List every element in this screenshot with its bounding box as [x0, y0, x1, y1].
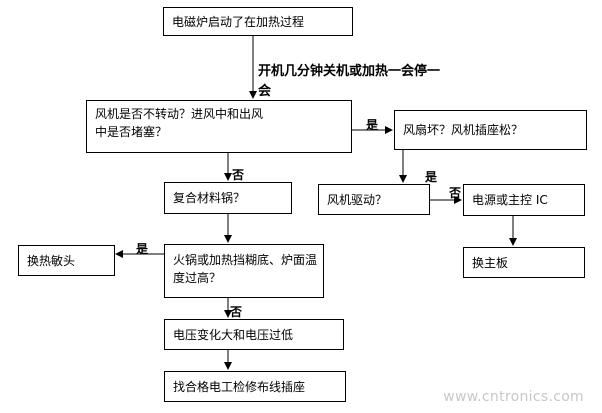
node-fan-broken: 风扇坏？风机插座松？ — [394, 110, 587, 150]
node-replace-board-text: 换主板 — [472, 255, 509, 270]
node-start: 电磁炉启动了在加热过程 — [163, 7, 353, 36]
node-electrician-text: 找合格电工检修布线插座 — [173, 379, 306, 394]
node-composite-pot-text: 复合材料锅？ — [173, 191, 246, 205]
node-fan-check-text: 风机是否不转动？进风中和出风中是否堵塞？ — [95, 107, 264, 139]
node-power-ic: 电源或主控 IC — [463, 184, 585, 216]
node-fan-drive-text: 风机驱动？ — [327, 192, 388, 207]
node-pot-condition: 火锅或加热挡糊底、炉面温度过高？ — [164, 244, 324, 298]
watermark: www.cntronics.com — [443, 389, 584, 405]
node-composite-pot: 复合材料锅？ — [164, 182, 292, 214]
edge-label-no-2: 否 — [449, 186, 462, 200]
node-voltage-text: 电压变化大和电压过低 — [173, 327, 294, 342]
edge-label-yes-2: 是 — [425, 170, 438, 184]
edge-label-no-1: 否 — [232, 168, 245, 182]
note-power-cycle-text: 开机几分钟关机或加热一会停一会 — [258, 64, 441, 99]
node-start-text: 电磁炉启动了在加热过程 — [172, 14, 305, 29]
node-voltage: 电压变化大和电压过低 — [164, 319, 344, 350]
edge-label-no-3: 否 — [230, 305, 243, 319]
node-fan-check: 风机是否不转动？进风中和出风中是否堵塞？ — [86, 100, 352, 153]
node-fan-broken-text: 风扇坏？风机插座松？ — [403, 123, 524, 137]
node-electrician: 找合格电工检修布线插座 — [164, 371, 346, 402]
edge-label-yes-1: 是 — [366, 118, 379, 132]
node-replace-sensor-text: 换热敏头 — [27, 253, 76, 268]
node-fan-drive: 风机驱动？ — [318, 184, 430, 215]
node-replace-sensor: 换热敏头 — [18, 245, 115, 276]
node-power-ic-text: 电源或主控 IC — [472, 193, 548, 207]
edge-label-yes-3: 是 — [136, 242, 149, 256]
note-power-cycle: 开机几分钟关机或加热一会停一会 — [258, 62, 440, 102]
node-pot-condition-text: 火锅或加热挡糊底、炉面温度过高？ — [173, 253, 318, 285]
node-replace-board: 换主板 — [463, 247, 585, 278]
